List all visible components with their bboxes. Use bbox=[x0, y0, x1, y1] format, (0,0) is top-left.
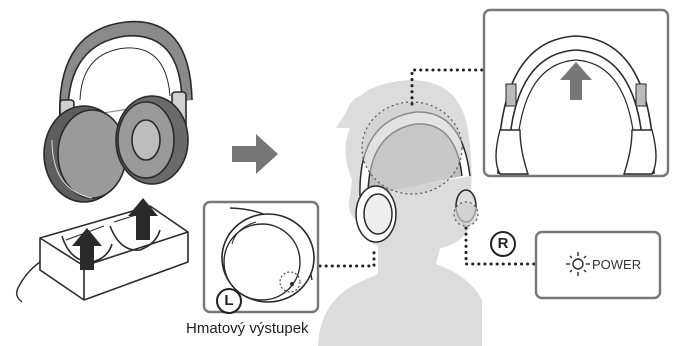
tactile-dot-caption: Hmatový výstupek bbox=[186, 320, 309, 337]
charging-cradle-icon bbox=[17, 206, 188, 302]
power-label: POWER bbox=[592, 257, 641, 272]
band-highlight bbox=[362, 102, 462, 194]
headphones-icon bbox=[44, 22, 192, 202]
headband-detail-panel bbox=[484, 10, 668, 176]
right-marker: R bbox=[490, 231, 516, 257]
right-cup-highlight bbox=[454, 202, 478, 226]
left-marker: L bbox=[216, 288, 242, 314]
right-arrow-icon bbox=[232, 134, 278, 174]
